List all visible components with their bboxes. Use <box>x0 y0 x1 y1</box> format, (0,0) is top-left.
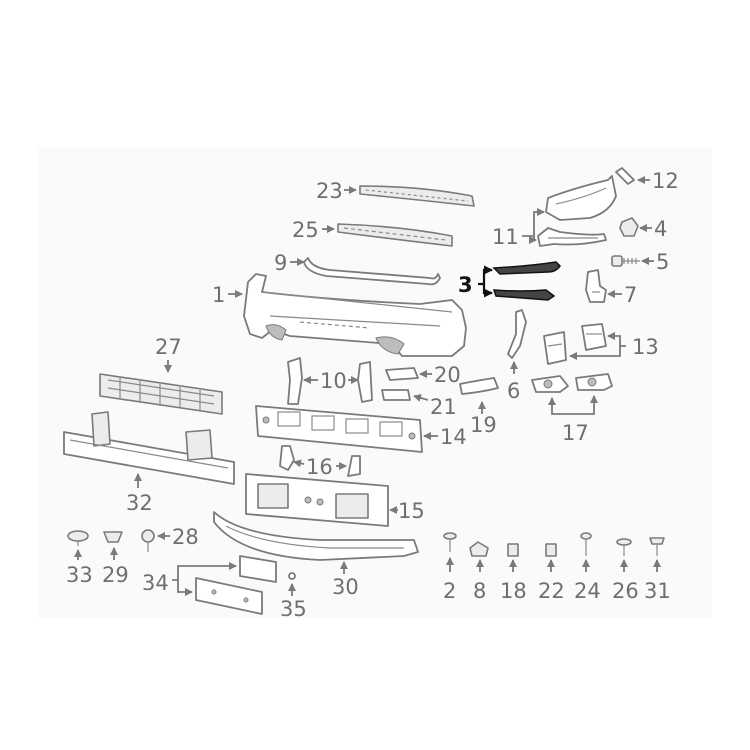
leader-17-right <box>574 395 598 415</box>
callout-32: 32 <box>126 491 153 515</box>
callout-27: 27 <box>155 335 182 359</box>
callout-21: 21 <box>430 395 457 419</box>
leader-34-top <box>172 562 237 581</box>
callout-15: 15 <box>398 499 425 523</box>
callout-26: 26 <box>612 579 639 603</box>
part-11-fog-lamp-bezels <box>537 175 617 247</box>
part-12-clip <box>615 167 635 185</box>
part-1-front-bumper <box>243 273 467 357</box>
part-5-bolt <box>611 255 640 267</box>
callout-5: 5 <box>656 250 669 274</box>
part-3-bumper-support-strips <box>492 261 561 301</box>
callout-6: 6 <box>507 379 520 403</box>
callout-35: 35 <box>280 597 307 621</box>
callout-25: 25 <box>292 218 319 242</box>
callout-9: 9 <box>274 251 287 275</box>
part-9-upper-trim-strip <box>303 257 441 286</box>
callout-10: 10 <box>320 369 347 393</box>
callout-2: 2 <box>443 579 456 603</box>
part-32-impact-beam <box>63 411 235 485</box>
part-15-plate-bracket <box>245 473 389 527</box>
part-20-bezel <box>385 367 419 381</box>
leader-17-left <box>548 397 574 415</box>
part-17-fog-lamps <box>531 373 613 393</box>
part-23-upper-grille-bar <box>359 185 475 207</box>
part-4-nut <box>619 217 639 237</box>
part-28-fastener <box>141 529 155 552</box>
callout-3: 3 <box>458 273 473 297</box>
leader-21 <box>413 394 429 402</box>
part-6-side-strip <box>507 309 527 359</box>
part-22-clip <box>545 543 557 557</box>
part-16-brackets <box>279 445 361 477</box>
part-21-bezel <box>381 389 411 401</box>
callout-7: 7 <box>624 283 637 307</box>
part-34-plates <box>195 555 277 615</box>
part-7-bracket <box>585 269 607 303</box>
part-27-grille <box>99 373 223 415</box>
callout-14: 14 <box>440 425 467 449</box>
callout-18: 18 <box>500 579 527 603</box>
leader-11-top <box>522 208 545 237</box>
callout-34: 34 <box>142 571 169 595</box>
callout-28: 28 <box>172 525 199 549</box>
part-25-lower-grille-bar <box>337 223 453 247</box>
callout-31: 31 <box>644 579 671 603</box>
leader-11-bottom <box>529 236 537 244</box>
callout-19: 19 <box>470 413 497 437</box>
callout-4: 4 <box>654 217 667 241</box>
leader-3-bottom <box>482 284 493 298</box>
callout-24: 24 <box>574 579 601 603</box>
part-31-pin <box>649 537 665 556</box>
part-24-screw <box>580 532 592 556</box>
part-8-nut <box>469 541 489 557</box>
callout-20: 20 <box>434 363 461 387</box>
leader-34-bottom <box>177 580 193 596</box>
part-26-pin <box>616 538 632 556</box>
leader-16-left <box>293 459 305 468</box>
leader-3-top <box>478 265 493 286</box>
callout-13: 13 <box>632 335 659 359</box>
callout-17: 17 <box>562 421 589 445</box>
part-35-clip <box>288 572 296 580</box>
part-33-clip <box>67 530 89 546</box>
callout-8: 8 <box>473 579 486 603</box>
callout-12: 12 <box>652 169 679 193</box>
leader-13-bottom <box>569 346 621 360</box>
callout-16: 16 <box>306 455 333 479</box>
part-19-trim <box>459 377 499 395</box>
callout-23: 23 <box>316 179 343 203</box>
callout-11: 11 <box>492 225 519 249</box>
callout-22: 22 <box>538 579 565 603</box>
part-18-clip <box>507 543 519 557</box>
part-14-reinforcement <box>255 405 423 453</box>
part-30-lower-valance <box>213 511 419 561</box>
leader-13-top <box>607 332 626 347</box>
callout-30: 30 <box>332 575 359 599</box>
callout-33: 33 <box>66 563 93 587</box>
callout-29: 29 <box>102 563 129 587</box>
part-29-clip <box>103 531 123 543</box>
callout-1: 1 <box>212 283 225 307</box>
part-13-brackets <box>543 323 607 365</box>
part-2-pin <box>443 532 457 552</box>
